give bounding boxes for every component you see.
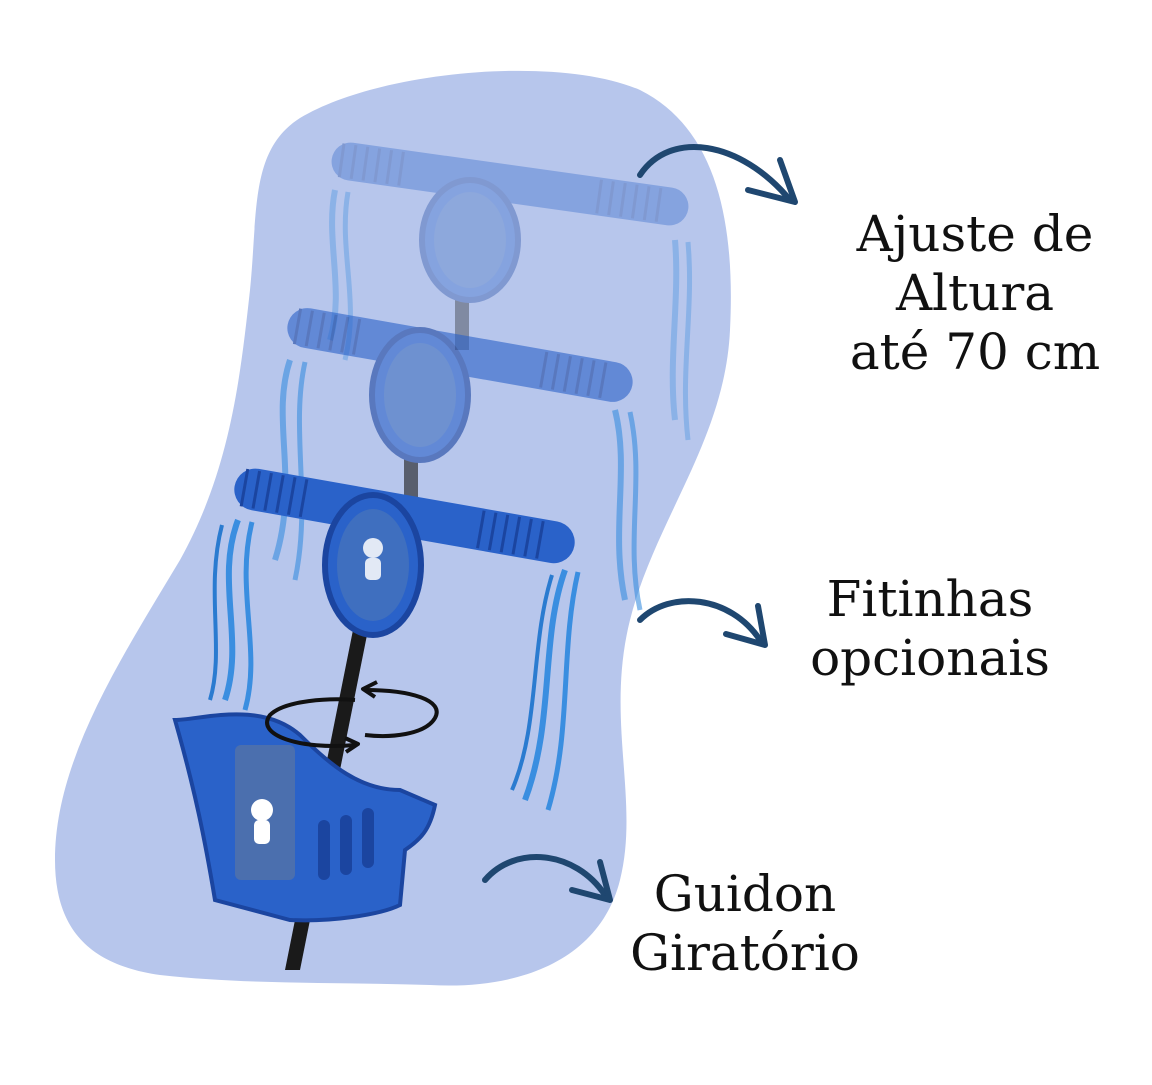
callout-height-adjust: Ajuste de Altura até 70 cm: [830, 205, 1120, 382]
callout-height-line2: Altura: [895, 264, 1055, 322]
astronaut-emblem-icon: [363, 538, 383, 580]
callout-swivel-line2: Giratório: [630, 924, 860, 982]
curved-arrow-icon: [637, 598, 768, 648]
callout-height-line1: Ajuste de: [856, 205, 1094, 263]
callout-ribbons-line2: opcionais: [810, 629, 1050, 687]
handlebar-bottom: [208, 468, 581, 811]
curved-arrow-icon: [482, 854, 613, 903]
callout-swivel-line1: Guidon: [653, 865, 837, 923]
rotation-arrows-icon: [265, 680, 439, 754]
callout-swivel: Guidon Giratório: [600, 865, 890, 983]
callout-ribbons: Fitinhas opcionais: [785, 570, 1075, 688]
handlebar-top: [327, 142, 693, 441]
ribbon-left: [222, 518, 241, 701]
handlebar-middle: [272, 308, 643, 611]
ribbon-right: [522, 568, 568, 802]
curved-arrow-icon: [637, 144, 798, 205]
callout-ribbons-line1: Fitinhas: [826, 570, 1034, 628]
basket: [172, 712, 438, 923]
callout-height-line3: até 70 cm: [849, 323, 1101, 381]
